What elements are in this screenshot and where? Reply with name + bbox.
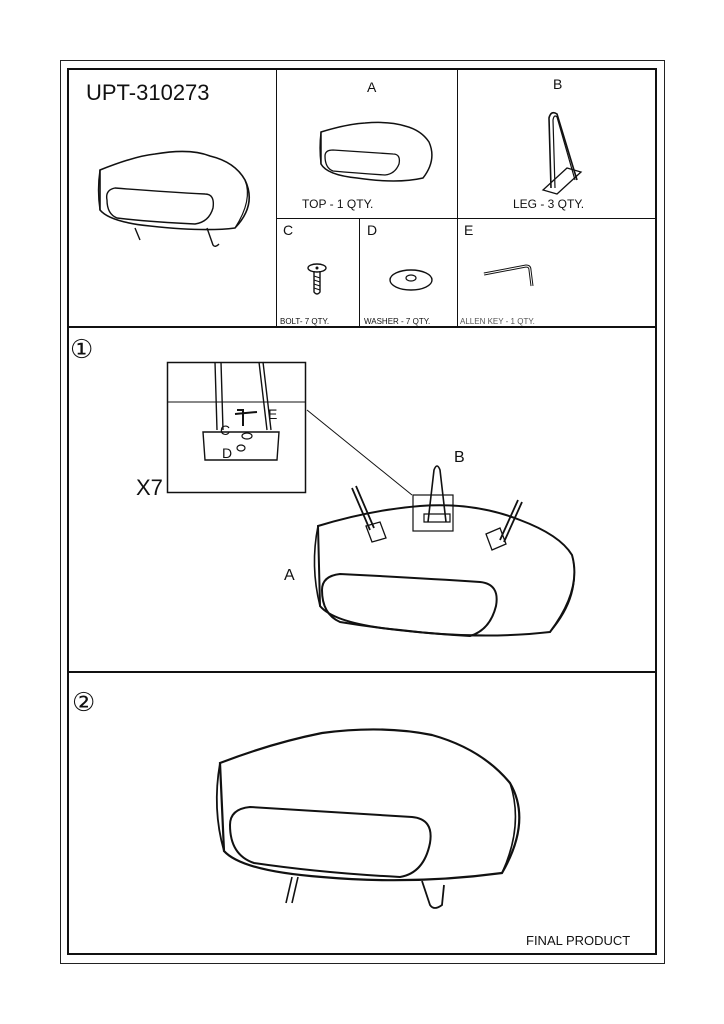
part-a-letter: A bbox=[367, 79, 377, 95]
step-1-leg-callout: B bbox=[454, 449, 465, 466]
section-divider-parts bbox=[67, 326, 657, 328]
part-a-caption: TOP - 1 QTY. bbox=[302, 197, 374, 211]
parts-column-divider-2 bbox=[457, 68, 458, 326]
washer-illustration bbox=[389, 269, 433, 291]
parts-column-divider-3 bbox=[359, 218, 360, 326]
part-c-caption: BOLT- 7 QTY. bbox=[280, 317, 330, 326]
step-2-number: ② bbox=[72, 687, 96, 717]
step-1-number: ① bbox=[70, 334, 94, 364]
model-number: UPT-310273 bbox=[86, 80, 210, 105]
step-1-top-callout: A bbox=[284, 567, 295, 584]
detail-washer-callout: D bbox=[222, 445, 233, 461]
parts-row-divider bbox=[276, 218, 657, 219]
allen-key-illustration bbox=[483, 264, 534, 287]
step-1-assembly-illustration bbox=[306, 409, 576, 638]
part-e-caption: ALLEN KEY - 1 QTY. bbox=[460, 317, 535, 326]
part-b-letter: B bbox=[553, 76, 563, 92]
overview-table-illustration bbox=[97, 150, 251, 247]
section-divider-step2 bbox=[67, 671, 657, 673]
page-inner-border bbox=[67, 68, 657, 955]
detail-key-callout: E bbox=[268, 406, 278, 422]
page-outer-border bbox=[60, 60, 665, 964]
final-product-illustration bbox=[215, 728, 521, 909]
parts-column-divider-1 bbox=[276, 68, 277, 326]
part-d-caption: WASHER - 7 QTY. bbox=[364, 317, 431, 326]
part-d-letter: D bbox=[367, 222, 378, 238]
detail-bolt-callout: C bbox=[220, 422, 231, 438]
part-e-letter: E bbox=[464, 222, 474, 238]
hairpin-leg-illustration bbox=[541, 111, 583, 195]
final-product-caption: FINAL PRODUCT bbox=[526, 933, 631, 948]
quantity-multiplier: X7 bbox=[136, 475, 163, 500]
bolt-illustration bbox=[307, 263, 327, 295]
table-top-illustration bbox=[319, 121, 433, 182]
part-c-letter: C bbox=[283, 222, 294, 238]
leg-mounting-detail-inset bbox=[166, 361, 307, 494]
part-b-caption: LEG - 3 QTY. bbox=[513, 197, 585, 211]
